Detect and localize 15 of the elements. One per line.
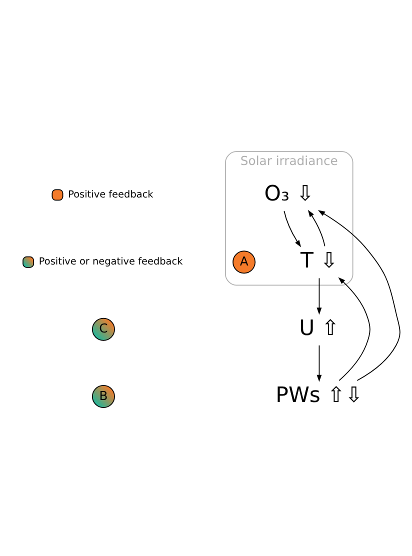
node-text: PWs ⇧⇩ — [276, 382, 363, 408]
arrow — [338, 276, 370, 380]
node-text: O₃ ⇩ — [264, 180, 314, 206]
node-text: U ⇧ — [299, 315, 340, 340]
arrow — [316, 277, 322, 314]
node-circle: C — [92, 317, 115, 340]
legend-label: Positive or negative feedback — [38, 256, 183, 268]
arrow — [318, 210, 400, 380]
arrow — [308, 209, 326, 246]
arrow — [316, 344, 322, 382]
arrow — [284, 210, 302, 247]
node-circle: B — [92, 384, 115, 408]
legend-label: Positive feedback — [68, 188, 154, 200]
node-text: T ⇩ — [300, 248, 338, 274]
node-circle: A — [232, 250, 256, 274]
